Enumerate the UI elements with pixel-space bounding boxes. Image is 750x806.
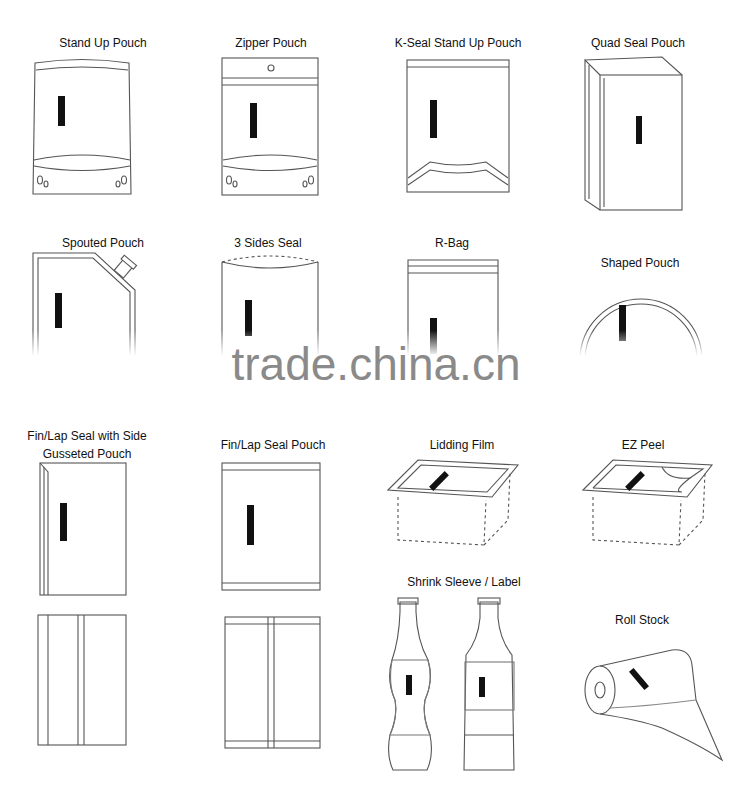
item-caption: EZ Peel [543, 436, 743, 454]
item-caption: Zipper Pouch [171, 34, 371, 52]
shrink-sleeve-bottles [389, 598, 514, 770]
item-caption: Shrink Sleeve / Label [364, 573, 564, 591]
item-caption: Lidding Film [362, 436, 562, 454]
quad-seal-pouch [585, 57, 682, 210]
item-caption: Shaped Pouch [540, 254, 740, 272]
watermark: trade.china.cn [166, 338, 586, 390]
stand-up-pouch [33, 60, 131, 195]
item-caption: Quad Seal Pouch [538, 34, 738, 52]
k-seal-pouch [407, 60, 509, 192]
zipper-pouch [222, 58, 318, 195]
item-caption: Fin/Lap Seal with Side Gusseted Pouch [12, 427, 162, 463]
item-caption: Stand Up Pouch [3, 34, 203, 52]
item-caption: K-Seal Stand Up Pouch [358, 34, 558, 52]
item-caption: R-Bag [352, 234, 552, 252]
fin-seal-pouch [222, 463, 320, 748]
item-caption: 3 Sides Seal [168, 234, 368, 252]
item-caption: Fin/Lap Seal Pouch [173, 436, 373, 454]
item-caption: Roll Stock [542, 611, 742, 629]
item-caption: Spouted Pouch [3, 234, 203, 252]
side-gusset-pouch [38, 463, 126, 745]
ez-peel-tray [583, 460, 712, 545]
lidding-film-tray [388, 460, 518, 545]
roll-stock [585, 650, 722, 760]
